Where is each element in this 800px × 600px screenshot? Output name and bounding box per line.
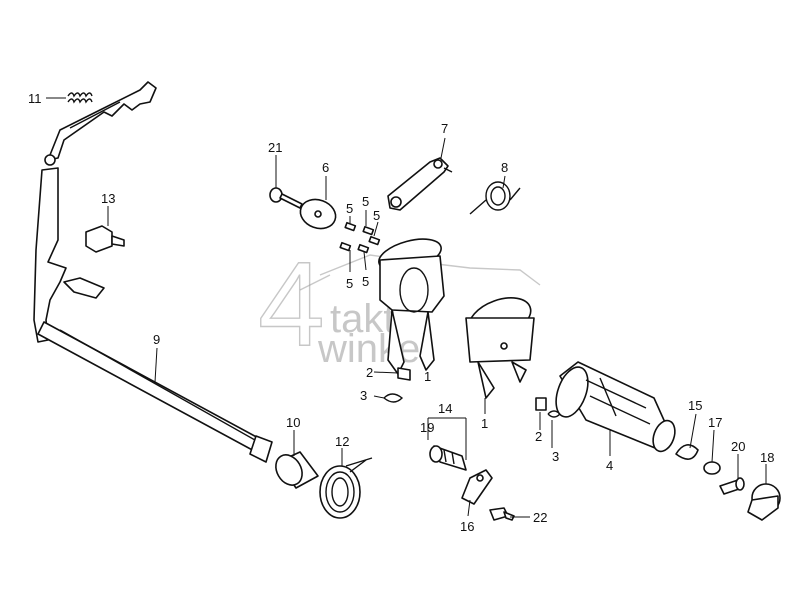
stopper-arm-part-7 bbox=[387, 157, 453, 211]
label-15: 15 bbox=[688, 398, 702, 413]
label-22: 22 bbox=[533, 510, 547, 525]
shift-arm bbox=[44, 81, 157, 166]
spring-part-12 bbox=[319, 457, 373, 519]
shift-fork-upper-part-1 bbox=[378, 238, 445, 375]
label-2a: 2 bbox=[366, 365, 373, 380]
plate-part-16 bbox=[461, 469, 493, 505]
pins-part-5 bbox=[339, 221, 381, 254]
spring-part-11 bbox=[67, 92, 93, 104]
label-16: 16 bbox=[460, 519, 474, 534]
pin-part-2b bbox=[535, 397, 547, 411]
label-17: 17 bbox=[708, 415, 722, 430]
label-11: 11 bbox=[28, 91, 42, 106]
cap-part-18 bbox=[747, 483, 781, 521]
label-21: 21 bbox=[268, 140, 282, 155]
bolt-part-21 bbox=[269, 187, 303, 209]
watermark-moped-outline bbox=[299, 254, 541, 291]
watermark: 4 takt winkel bbox=[257, 236, 541, 372]
clip-part-3a bbox=[383, 393, 404, 403]
label-5c: 5 bbox=[373, 208, 380, 223]
washer-part-17 bbox=[703, 461, 721, 475]
shift-fork-lower-part-1 bbox=[465, 297, 535, 399]
bolt-part-20 bbox=[719, 477, 745, 495]
label-3a: 3 bbox=[360, 388, 367, 403]
watermark-line2: winkel bbox=[317, 327, 429, 371]
bolt-part-22 bbox=[489, 507, 515, 521]
label-5e: 5 bbox=[362, 274, 369, 289]
stopper-pin-part-19 bbox=[429, 445, 467, 471]
label-1a: 1 bbox=[424, 369, 431, 384]
spring-part-8 bbox=[469, 181, 521, 215]
label-8: 8 bbox=[501, 160, 508, 175]
label-7: 7 bbox=[441, 121, 448, 136]
label-20: 20 bbox=[731, 439, 745, 454]
label-14: 14 bbox=[438, 401, 452, 416]
label-1b: 1 bbox=[481, 416, 488, 431]
label-18: 18 bbox=[760, 450, 774, 465]
leader-lines bbox=[46, 97, 767, 518]
label-5b: 5 bbox=[362, 194, 369, 209]
label-6: 6 bbox=[322, 160, 329, 175]
label-19: 19 bbox=[420, 420, 434, 435]
label-9: 9 bbox=[153, 332, 160, 347]
clip-part-15 bbox=[675, 444, 699, 460]
label-12: 12 bbox=[335, 434, 349, 449]
label-3b: 3 bbox=[552, 449, 559, 464]
watermark-line1: takt bbox=[330, 297, 394, 341]
label-5a: 5 bbox=[346, 201, 353, 216]
label-4: 4 bbox=[606, 458, 613, 473]
collar-part-10 bbox=[275, 451, 319, 489]
label-10: 10 bbox=[286, 415, 300, 430]
gearshift-spindle-part-9 bbox=[33, 167, 273, 463]
watermark-number: 4 bbox=[258, 237, 325, 371]
label-5d: 5 bbox=[346, 276, 353, 291]
label-13: 13 bbox=[101, 191, 115, 206]
pin-part-2a bbox=[397, 367, 411, 381]
callout-labels: 11 21 6 7 8 13 5 5 5 5 5 9 2 1 3 1 14 19… bbox=[28, 91, 774, 534]
plate-part-6 bbox=[299, 198, 337, 230]
label-2b: 2 bbox=[535, 429, 542, 444]
gearshift-drum-part-4 bbox=[555, 361, 676, 453]
bolt-part-13 bbox=[85, 225, 125, 253]
